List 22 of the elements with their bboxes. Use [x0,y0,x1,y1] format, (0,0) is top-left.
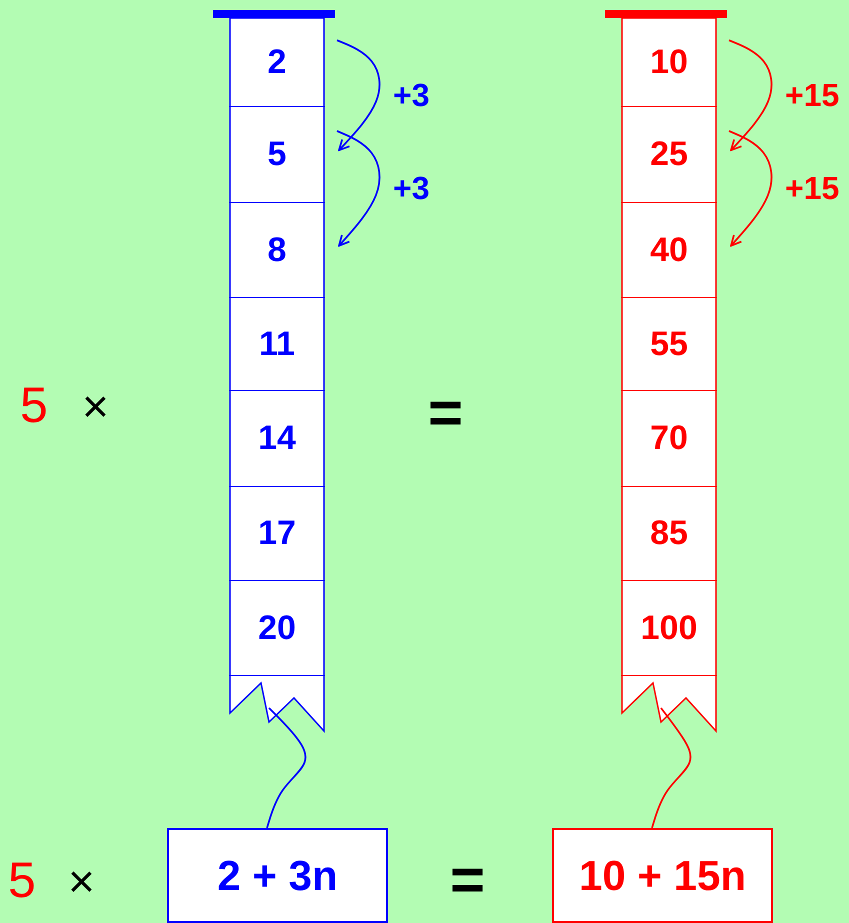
number-text: 55 [650,324,688,364]
number-text: 11 [259,324,295,364]
number-text: 5 [268,135,286,174]
number-text: 8 [268,230,286,270]
times-sign: × [82,383,109,429]
number-text: 25 [650,135,688,174]
multiplier-number: 5 [20,380,48,430]
number-text: 10 [650,42,688,82]
number-text: 100 [640,608,698,648]
number-text: 40 [650,230,688,270]
number-text: 2 [268,42,286,82]
number-text: 17 [258,514,296,553]
formula-box: 10 + 15n [552,828,773,923]
number-text: 85 [650,514,688,553]
times-sign: × [68,858,95,904]
formula-box: 2 + 3n [167,828,388,923]
multiplier-number: 5 [8,855,36,905]
number-text: 20 [258,608,296,648]
equals-sign: = [428,383,464,443]
number-text: 70 [650,419,688,458]
number-text: 14 [258,419,296,458]
equals-sign: = [450,850,486,910]
